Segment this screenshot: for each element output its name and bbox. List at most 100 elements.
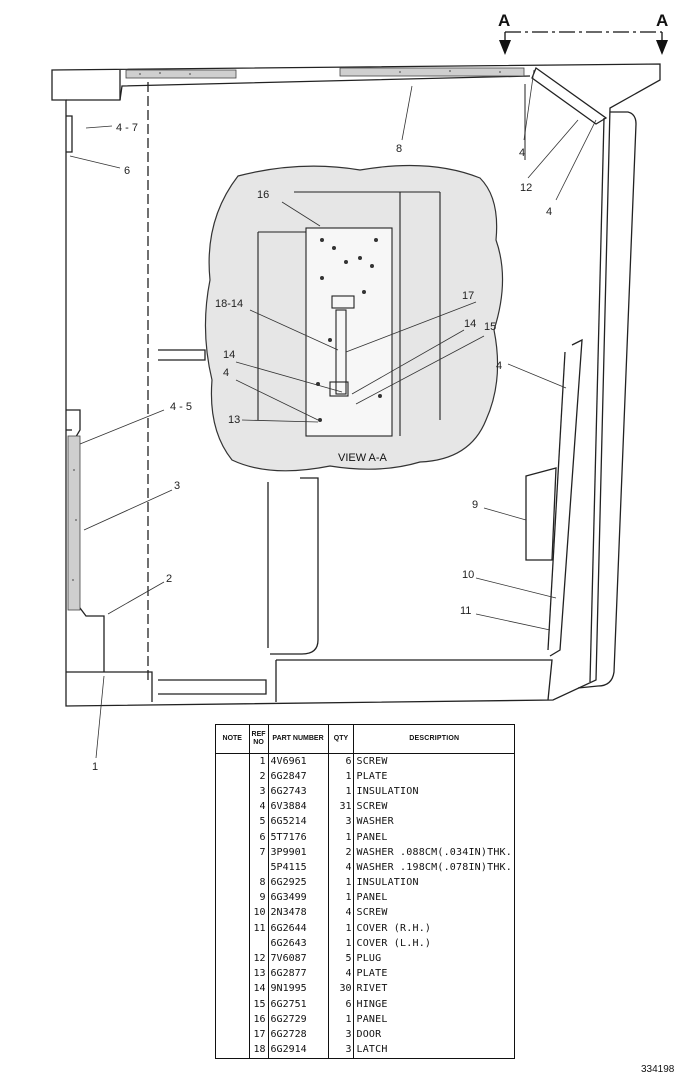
row-qty: 1 [327, 769, 355, 785]
row-part-number: 6G5214 [267, 814, 329, 830]
row-description: PANEL [353, 890, 515, 906]
callout-8: 8 [396, 143, 402, 155]
callout-3: 3 [174, 480, 180, 492]
row-qty: 5 [327, 951, 355, 967]
row-ref-no [248, 936, 269, 952]
row-note [215, 769, 250, 785]
callout-4d: 4 [496, 360, 502, 372]
callout-12: 12 [520, 182, 532, 194]
row-ref-no [248, 860, 269, 876]
row-ref-no: 2 [248, 769, 269, 785]
callout-4-5: 4 - 5 [170, 401, 192, 413]
row-description: RIVET [353, 981, 515, 997]
header-qty: QTY [327, 724, 355, 754]
row-qty: 3 [327, 1027, 355, 1043]
callout-15: 15 [484, 321, 496, 333]
callout-4-7: 4 - 7 [116, 122, 138, 134]
row-note [215, 905, 250, 922]
row-description: HINGE [353, 997, 515, 1013]
row-qty: 6 [327, 753, 355, 770]
row-part-number: 6G2728 [267, 1027, 329, 1043]
row-part-number: 6G2847 [267, 769, 329, 785]
callout-6: 6 [124, 165, 130, 177]
row-description: INSULATION [353, 875, 515, 891]
row-ref-no: 8 [248, 875, 269, 891]
row-note [215, 860, 250, 876]
row-qty: 31 [327, 799, 355, 815]
row-description: SCREW [353, 799, 515, 815]
row-description: WASHER .198CM(.078IN)THK. [353, 860, 515, 876]
row-note [215, 829, 250, 846]
row-ref-no: 5 [248, 814, 269, 830]
row-description: SCREW [353, 905, 515, 922]
parts-list-table: NOTE REF NO PART NUMBER QTY DESCRIPTION … [215, 724, 515, 1059]
row-ref-no: 14 [248, 981, 269, 997]
row-qty: 1 [327, 784, 355, 800]
row-qty: 3 [327, 1042, 355, 1059]
row-part-number: 4V6961 [267, 753, 329, 770]
header-part-number: PART NUMBER [267, 724, 329, 754]
row-note [215, 1042, 250, 1059]
row-description: WASHER [353, 814, 515, 830]
callout-9: 9 [472, 499, 478, 511]
row-description: PANEL [353, 829, 515, 846]
row-note [215, 936, 250, 952]
callout-11: 11 [460, 605, 471, 617]
row-description: PLATE [353, 966, 515, 982]
row-description: INSULATION [353, 784, 515, 800]
row-part-number: 6G2751 [267, 997, 329, 1013]
row-ref-no: 3 [248, 784, 269, 800]
section-mark-left: A [498, 11, 510, 30]
row-description: PLATE [353, 769, 515, 785]
row-part-number: 6G2643 [267, 936, 329, 952]
row-ref-no: 6 [248, 829, 269, 846]
row-description: PLUG [353, 951, 515, 967]
figure-number: 334198 [641, 1064, 675, 1075]
row-note [215, 875, 250, 891]
row-note [215, 814, 250, 830]
row-ref-no: 17 [248, 1027, 269, 1043]
section-mark-right: A [656, 11, 668, 30]
row-part-number: 9N1995 [267, 981, 329, 997]
row-ref-no: 18 [248, 1042, 269, 1059]
row-note [215, 966, 250, 982]
callout-4a: 4 [519, 147, 525, 159]
row-part-number: 6G2877 [267, 966, 329, 982]
row-note [215, 1012, 250, 1028]
row-ref-no: 9 [248, 890, 269, 906]
callout-14a: 14 [464, 318, 476, 330]
row-note [215, 1027, 250, 1043]
row-qty: 4 [327, 905, 355, 922]
row-ref-no: 10 [248, 905, 269, 922]
callout-18-14: 18-14 [215, 298, 243, 310]
row-ref-no: 12 [248, 951, 269, 967]
callout-14b: 14 [223, 349, 235, 361]
row-part-number: 6G2644 [267, 921, 329, 937]
row-qty: 3 [327, 814, 355, 830]
row-qty: 1 [327, 921, 355, 937]
callout-4b: 4 [546, 206, 552, 218]
row-description: COVER (R.H.) [353, 921, 515, 937]
header-description: DESCRIPTION [353, 724, 515, 754]
row-description: WASHER .088CM(.034IN)THK. [353, 845, 515, 861]
row-qty: 1 [327, 875, 355, 891]
row-part-number: 3P9901 [267, 845, 329, 861]
row-ref-no: 11 [248, 921, 269, 937]
row-part-number: 6G2743 [267, 784, 329, 800]
row-part-number: 5P4115 [267, 860, 329, 876]
row-qty: 4 [327, 966, 355, 982]
